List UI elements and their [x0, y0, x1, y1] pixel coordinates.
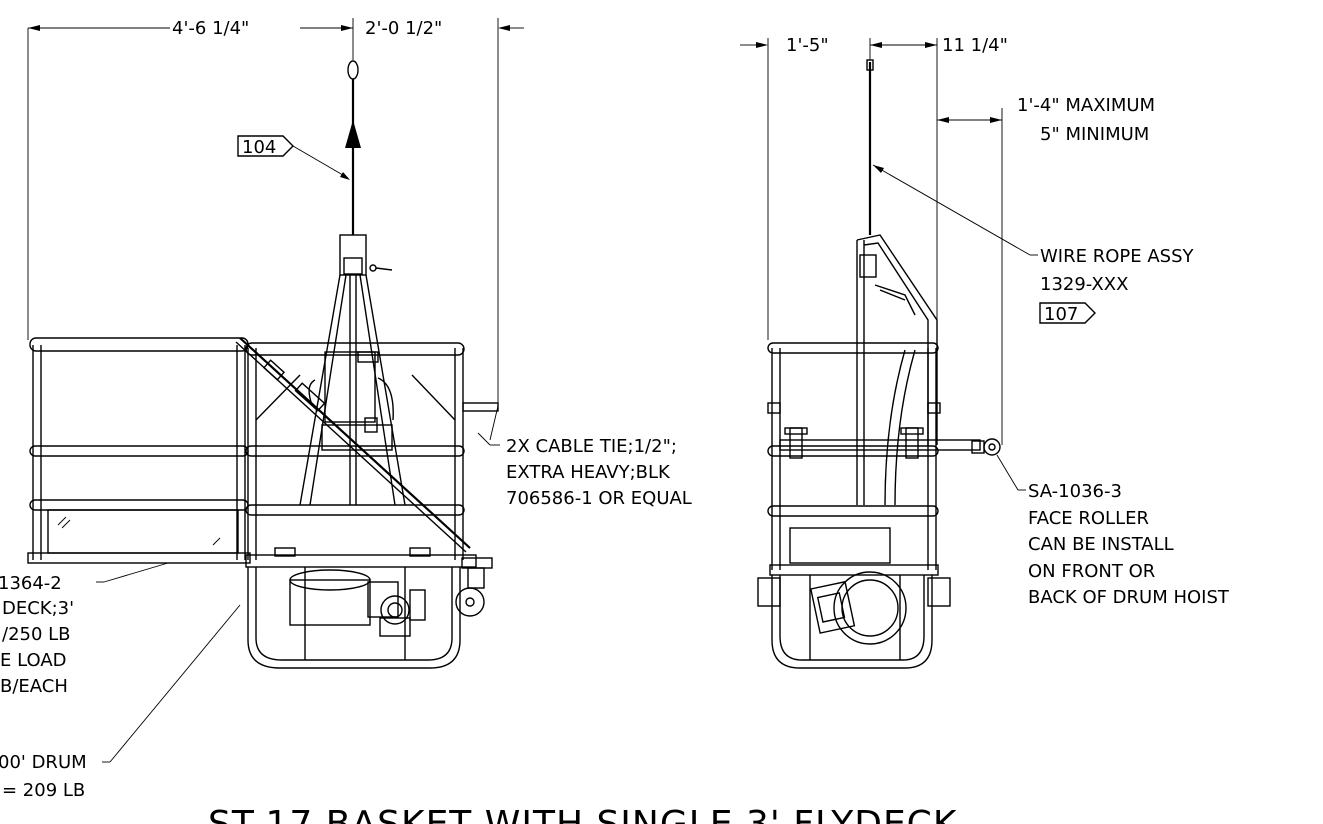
flydeck-line4: E LOAD [0, 650, 67, 671]
flydeck-leader [96, 562, 169, 583]
face-roller-line3: CAN BE INSTALL [1028, 534, 1174, 555]
flydeck-line1: 1364-2 [0, 573, 62, 594]
face-roller-line1: SA-1036-3 [1028, 481, 1122, 502]
flydeck-line2: DECK;3' [2, 598, 74, 619]
drum-leader [102, 604, 241, 763]
flydeck-line5: B/EACH [0, 676, 68, 697]
dimension-right-offset: 11 1/4" [942, 35, 1008, 56]
wire-rope-line2: 1329-XXX [1040, 274, 1128, 295]
left-dimension-lines [27, 18, 524, 405]
balloon-104: 104 [242, 137, 276, 158]
dimension-left-offset: 2'-0 1/2" [365, 18, 442, 39]
flydeck-line3: /250 LB [2, 624, 71, 645]
wire-rope-leader [872, 164, 1038, 256]
offset-minimum: 5" MINIMUM [1040, 124, 1149, 145]
drum-line2: = 209 LB [2, 780, 85, 801]
face-roller-line4: ON FRONT OR [1028, 561, 1155, 582]
dimension-right-width: 1'-5" [786, 35, 829, 56]
cable-tie-line1: 2X CABLE TIE;1/2"; [506, 436, 677, 457]
flydeck-extension [27, 337, 471, 564]
right-dimension-lines [740, 38, 1003, 445]
wire-rope-line1: WIRE ROPE ASSY [1040, 246, 1194, 267]
cable-tie-leader [477, 432, 500, 446]
face-roller-line5: BACK OF DRUM HOIST [1028, 587, 1230, 608]
right-view-basket [757, 59, 1001, 669]
face-roller-line2: FACE ROLLER [1028, 508, 1149, 529]
drawing-title: ST-17 BASKET WITH SINGLE 3' FLYDECK [208, 804, 958, 824]
balloon-107: 107 [1044, 304, 1078, 325]
drum-line1: 00' DRUM [0, 752, 87, 773]
balloon-107-shape [1039, 302, 1096, 324]
left-view-basket [245, 60, 499, 669]
cable-tie-line3: 706586-1 OR EQUAL [506, 488, 692, 509]
cable-tie-line2: EXTRA HEAVY;BLK [506, 462, 671, 483]
balloon-104-shape [237, 135, 350, 180]
dimension-left-width: 4'-6 1/4" [172, 18, 249, 39]
face-roller-leader [996, 454, 1026, 491]
offset-maximum: 1'-4" MAXIMUM [1017, 95, 1155, 116]
